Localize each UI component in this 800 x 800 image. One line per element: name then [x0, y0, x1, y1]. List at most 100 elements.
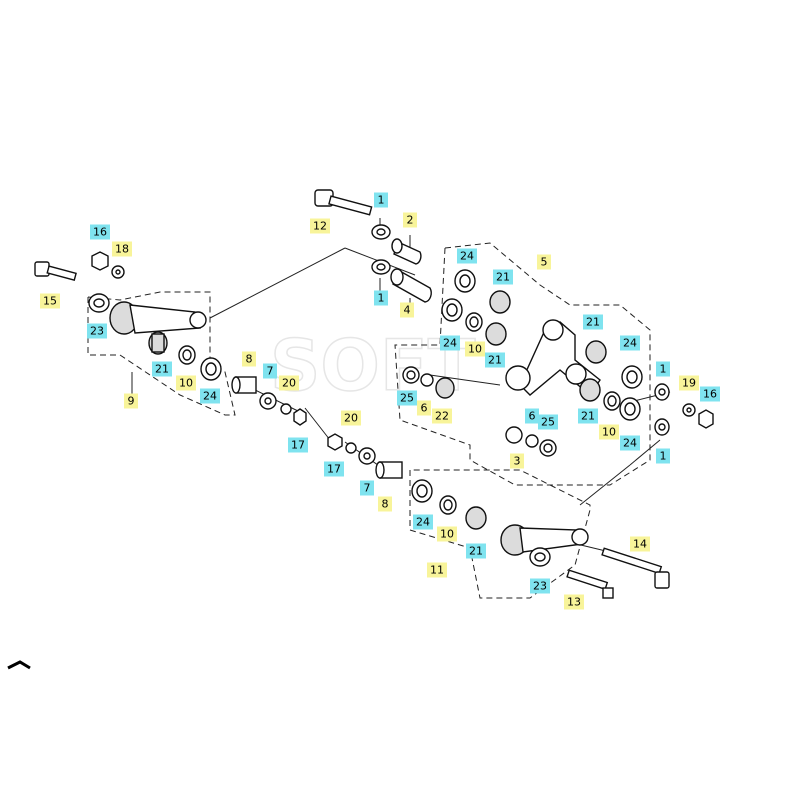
washer-20-upper: [280, 403, 292, 415]
callout-label-text: 21: [469, 545, 483, 558]
callout-label-text: 2: [407, 214, 414, 227]
callout-label-box: [374, 290, 388, 306]
link-arm-9: [109, 301, 207, 335]
callout-label-text: 24: [443, 337, 457, 350]
bolt-14: [601, 547, 670, 589]
collar-3: [505, 426, 523, 444]
bolt-13: [566, 569, 614, 599]
callout-label-13: 13: [564, 594, 584, 610]
callout-label-box: [242, 351, 256, 367]
callout-label-box: [564, 594, 584, 610]
callout-label-24: 24: [413, 514, 433, 530]
callout-label-6: 6: [417, 400, 431, 416]
callout-label-box: [200, 388, 220, 404]
callout-label-1: 1: [656, 448, 670, 464]
callout-label-text: 9: [128, 395, 135, 408]
callout-label-box: [440, 335, 460, 351]
callout-label-21: 21: [152, 361, 172, 377]
callout-label-text: 7: [267, 365, 274, 378]
callout-label-17: 17: [288, 437, 308, 453]
callout-label-box: [360, 480, 374, 496]
washer-1-lower: [371, 259, 391, 275]
seal-24-center-b: [441, 298, 463, 322]
callout-label-box: [578, 408, 598, 424]
callout-label-box: [466, 543, 486, 559]
seal-25-left: [402, 366, 420, 384]
callout-label-box: [176, 375, 196, 391]
washer-18: [111, 265, 125, 279]
callout-label-box: [427, 562, 447, 578]
callout-label-text: 21: [155, 363, 169, 376]
seal-23-left: [88, 293, 110, 313]
nut-17-lower: [327, 433, 343, 451]
callout-label-text: 21: [496, 271, 510, 284]
callout-label-box: [538, 414, 558, 430]
callout-label-box: [493, 269, 513, 285]
washer-10-lower: [439, 495, 457, 515]
seal-24-lower: [411, 479, 433, 503]
bearing-21-center-a: [489, 290, 511, 314]
callout-label-20: 20: [279, 375, 299, 391]
callout-label-text: 10: [602, 426, 616, 439]
callout-label-21: 21: [493, 269, 513, 285]
callout-label-25: 25: [538, 414, 558, 430]
collar-8-lower: [375, 461, 403, 479]
callout-label-text: 3: [514, 455, 521, 468]
bolt-15: [34, 261, 77, 282]
washer-7-upper: [259, 392, 277, 410]
washer-10-center-a: [465, 312, 483, 332]
callout-label-24: 24: [457, 248, 477, 264]
callout-label-text: 24: [623, 437, 637, 450]
bearing-21-center-d: [579, 378, 601, 402]
callout-label-text: 15: [43, 295, 57, 308]
callout-label-text: 14: [633, 538, 647, 551]
callout-label-box: [397, 390, 417, 406]
washer-1-right-lower: [654, 418, 670, 436]
callout-label-4: 4: [400, 302, 414, 318]
callout-label-text: 20: [344, 412, 358, 425]
bushing-22: [435, 377, 455, 399]
washer-20-lower: [345, 442, 357, 454]
callout-label-box: [465, 341, 485, 357]
callout-label-text: 4: [404, 304, 411, 317]
callout-label-text: 25: [400, 392, 414, 405]
callout-label-12: 12: [310, 218, 330, 234]
callout-label-24: 24: [200, 388, 220, 404]
callout-label-9: 9: [124, 393, 138, 409]
callout-label-box: [90, 224, 110, 240]
callout-label-7: 7: [263, 363, 277, 379]
corner-mark: [7, 660, 31, 670]
callout-label-text: 1: [378, 194, 385, 207]
callout-label-box: [324, 461, 344, 477]
callout-label-box: [413, 514, 433, 530]
seal-24-center-c: [621, 365, 643, 389]
callout-label-7: 7: [360, 480, 374, 496]
rocker-arm-5: [505, 319, 601, 397]
callout-label-21: 21: [466, 543, 486, 559]
callout-label-16: 16: [90, 224, 110, 240]
nut-17-upper: [293, 408, 307, 426]
callout-label-24: 24: [440, 335, 460, 351]
callout-label-box: [457, 248, 477, 264]
callout-label-box: [656, 361, 670, 377]
callout-label-box: [679, 375, 699, 391]
callout-label-box: [40, 293, 60, 309]
link-arm-11: [500, 524, 589, 556]
callout-label-text: 8: [246, 353, 253, 366]
callout-label-5: 5: [537, 254, 551, 270]
callout-label-box: [403, 212, 417, 228]
callout-label-box: [112, 241, 132, 257]
bearing-21-left: [148, 331, 168, 355]
callout-label-box: [537, 254, 551, 270]
callout-label-text: 6: [529, 410, 536, 423]
callout-label-1: 1: [656, 361, 670, 377]
callout-label-25: 25: [397, 390, 417, 406]
callout-label-text: 13: [567, 596, 581, 609]
washer-10-left: [178, 345, 196, 365]
bearing-21-center-b: [485, 322, 507, 346]
callout-label-box: [583, 314, 603, 330]
washer-1-upper: [371, 224, 391, 240]
callout-label-10: 10: [465, 341, 485, 357]
callout-label-text: 12: [313, 220, 327, 233]
